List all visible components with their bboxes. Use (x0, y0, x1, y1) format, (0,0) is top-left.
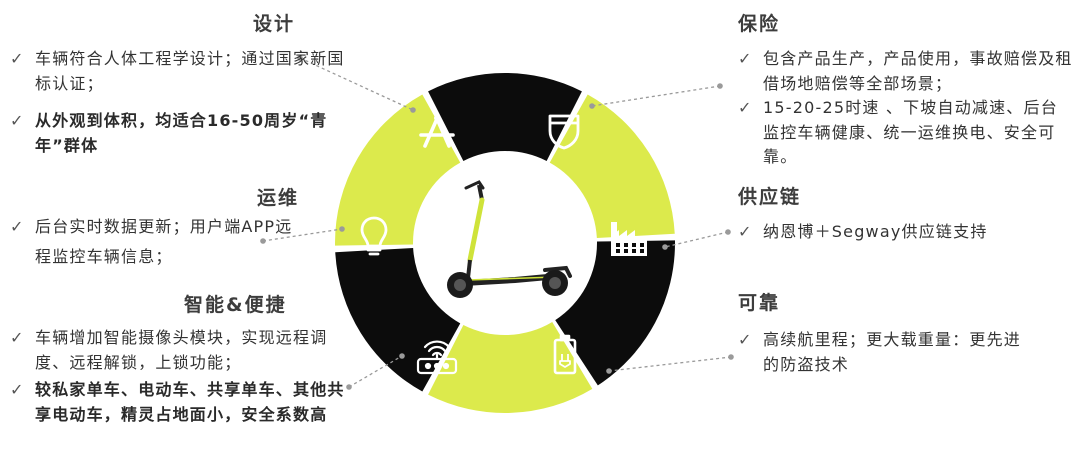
router-icon (416, 340, 458, 375)
smart-item-1-text: 车辆增加智能摄像头模块，实现远程调度、远程解锁，上锁功能； (35, 328, 328, 372)
design-item-2: ✓ 从外观到体积，均适合16-50周岁“青年”群体 (10, 109, 355, 158)
ring-segment-supply (555, 240, 675, 386)
connector-design-end-dot (410, 107, 416, 113)
ops-item-1-text: 后台实时数据更新；用户端APP远程监控车辆信息； (35, 217, 293, 266)
factory-icon (611, 222, 647, 256)
section-title-supply: 供应链 (738, 186, 802, 208)
smart-item-2-text: 较私家单车、电动车、共享单车、其他共享电动车，精灵占地面小，安全系数高 (35, 380, 345, 424)
connector-insurance-end-dot (589, 103, 595, 109)
check-icon: ✓ (738, 222, 753, 241)
reliable-item-1: ✓ 高续航里程；更大载重量：更先进的防盗技术 (738, 328, 1028, 377)
connector-supply-start-dot (725, 229, 731, 235)
connector-smart-end-dot (399, 353, 405, 359)
check-icon: ✓ (10, 380, 25, 399)
ops-item-1: ✓ 后台实时数据更新；用户端APP远程监控车辆信息； (10, 212, 300, 272)
section-title-smart: 智能&便捷 (184, 294, 287, 316)
section-title-ops: 运维 (257, 187, 300, 209)
lightbulb-icon (360, 216, 388, 256)
smart-item-2: ✓ 较私家单车、电动车、共享单车、其他共享电动车，精灵占地面小，安全系数高 (10, 378, 360, 427)
ring-segment-smart (335, 247, 461, 392)
connector-ops (262, 228, 343, 242)
connector-lines (260, 55, 734, 390)
battery-icon (553, 334, 577, 375)
check-icon: ✓ (738, 98, 753, 117)
insurance-item-2-text: 15-20-25时速 、下坡自动减速、后台监控车辆健康、统一运维换电、安全可靠。 (763, 98, 1058, 166)
connector-smart (348, 355, 403, 388)
insurance-item-2: ✓ 15-20-25时速 、下坡自动减速、后台监控车辆健康、统一运维换电、安全可… (738, 96, 1073, 170)
check-icon: ✓ (738, 49, 753, 68)
insurance-item-1-text: 包含产品生产，产品使用，事故赔偿及租借场地赔偿等全部场景； (763, 49, 1073, 93)
connector-insurance-start-dot (717, 83, 723, 89)
design-item-1-text: 车辆符合人体工程学设计；通过国家新国标认证； (35, 49, 345, 93)
design-item-2-text: 从外观到体积，均适合16-50周岁“青年”群体 (35, 111, 328, 155)
section-title-reliable: 可靠 (738, 292, 781, 314)
check-icon: ✓ (10, 49, 25, 68)
connector-reliable-end-dot (606, 368, 612, 374)
connector-ops-end-dot (339, 226, 345, 232)
connector-ops-start-dot (260, 238, 266, 244)
ring-segment-design (428, 73, 582, 161)
connector-supply-end-dot (662, 244, 668, 250)
section-title-insurance: 保险 (738, 13, 781, 35)
reliable-item-1-text: 高续航里程；更大载重量：更先进的防盗技术 (763, 330, 1022, 374)
connector-reliable (608, 356, 732, 372)
supply-item-1: ✓ 纳恩博＋Segway供应链支持 (738, 220, 1073, 245)
smart-item-1: ✓ 车辆增加智能摄像头模块，实现远程调度、远程解锁，上锁功能； (10, 326, 360, 375)
scooter-icon (447, 180, 572, 298)
ring-segment-insurance (549, 94, 675, 239)
check-icon: ✓ (10, 217, 25, 236)
check-icon: ✓ (10, 111, 25, 130)
compass-icon (419, 115, 455, 148)
shield-icon (548, 114, 580, 150)
check-icon: ✓ (738, 330, 753, 349)
section-title-design: 设计 (253, 13, 296, 35)
ring-segment-reliable (428, 321, 593, 414)
insurance-item-1: ✓ 包含产品生产，产品使用，事故赔偿及租借场地赔偿等全部场景； (738, 47, 1073, 96)
connector-design-start-dot (297, 55, 303, 61)
design-item-1: ✓ 车辆符合人体工程学设计；通过国家新国标认证； (10, 47, 355, 96)
check-icon: ✓ (10, 328, 25, 347)
connector-design (299, 57, 414, 111)
connector-supply (664, 231, 729, 248)
connector-insurance (591, 85, 721, 107)
connector-smart-start-dot (346, 384, 352, 390)
ring-segment-ops (334, 94, 461, 246)
connector-reliable-start-dot (728, 354, 734, 360)
ring-segments (334, 73, 675, 414)
supply-item-1-text: 纳恩博＋Segway供应链支持 (763, 222, 988, 241)
